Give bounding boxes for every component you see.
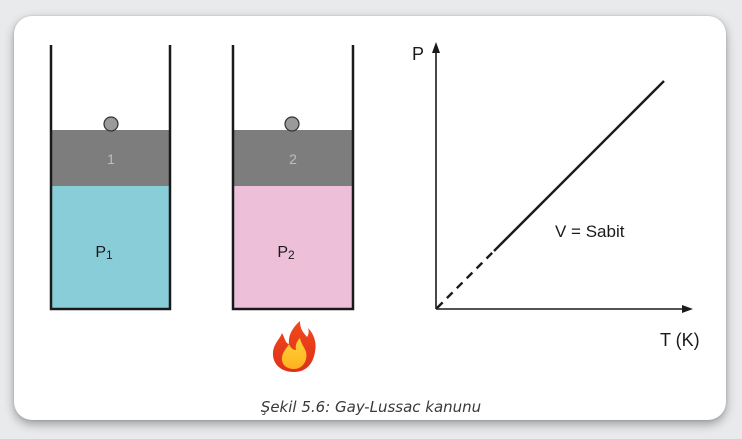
flame-icon [273, 321, 316, 372]
container-2: 2 P2 [233, 45, 353, 309]
piston-knob-2 [285, 117, 299, 131]
line-label: V = Sabit [555, 222, 625, 241]
pt-graph: P T (K) V = Sabit [412, 42, 700, 350]
y-axis-label: P [412, 44, 424, 64]
piston-label-1: 1 [107, 151, 115, 167]
container-1: 1 P1 [51, 45, 170, 309]
x-axis-label: T (K) [660, 330, 700, 350]
x-axis-arrow [682, 305, 693, 313]
extrapolation-dashed-line [437, 251, 494, 308]
figure-caption: Şekil 5.6: Gay-Lussac kanunu [0, 398, 742, 416]
piston-label-2: 2 [289, 151, 297, 167]
piston-knob-1 [104, 117, 118, 131]
y-axis-arrow [432, 42, 440, 53]
